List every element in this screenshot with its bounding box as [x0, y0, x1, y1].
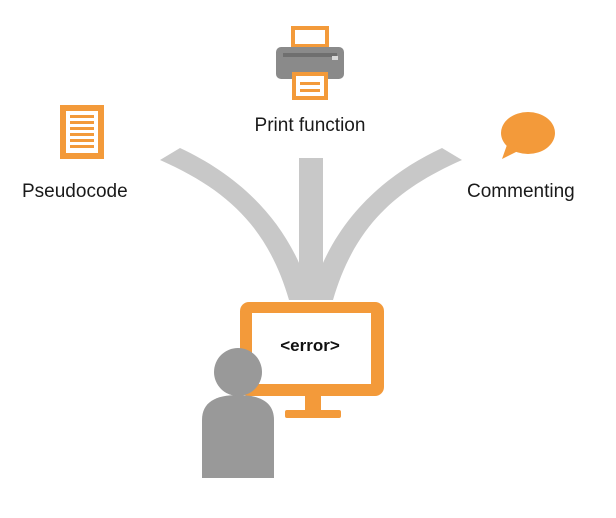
converging-arrows: [160, 148, 462, 300]
monitor-icon: [240, 302, 384, 418]
arrow-from-top: [299, 158, 323, 298]
printer-icon: [276, 26, 344, 100]
arrow-from-right: [310, 148, 462, 300]
arrow-from-left: [160, 148, 312, 300]
document-icon: [60, 105, 104, 159]
screen-error-text: <error>: [280, 336, 340, 355]
commenting-label: Commenting: [467, 181, 575, 202]
pseudocode-label: Pseudocode: [22, 181, 128, 202]
print-function-label: Print function: [254, 115, 366, 136]
speech-bubble-icon: [501, 112, 555, 159]
user-icon: [202, 348, 274, 478]
